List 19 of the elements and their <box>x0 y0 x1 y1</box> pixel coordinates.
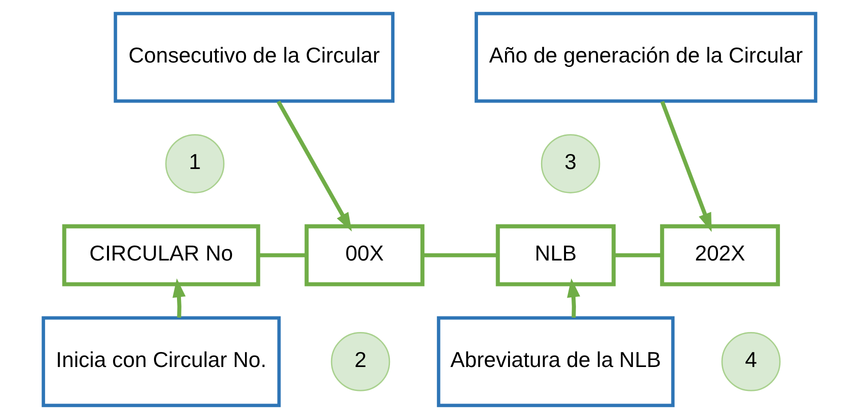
node-circle: 4 <box>721 332 781 392</box>
node-box: Abreviatura de la NLB <box>436 316 675 408</box>
node-box: Inicia con Circular No. <box>42 316 281 408</box>
node-circle: 3 <box>540 134 600 194</box>
node-box: NLB <box>496 224 616 286</box>
connector <box>614 253 662 258</box>
arrow <box>172 278 186 318</box>
node-box: 00X <box>304 224 424 286</box>
arrow <box>567 278 580 318</box>
node-box: Consecutivo de la Circular <box>114 12 394 103</box>
node-circle: 2 <box>330 332 390 392</box>
node-box: 202X <box>660 224 780 286</box>
node-box: CIRCULAR No <box>62 224 260 286</box>
connector <box>422 253 498 258</box>
connector <box>258 253 307 258</box>
node-box: Año de generación de la Circular <box>474 12 818 103</box>
node-circle: 1 <box>165 134 224 194</box>
arrow <box>660 100 712 232</box>
arrow <box>276 100 352 232</box>
